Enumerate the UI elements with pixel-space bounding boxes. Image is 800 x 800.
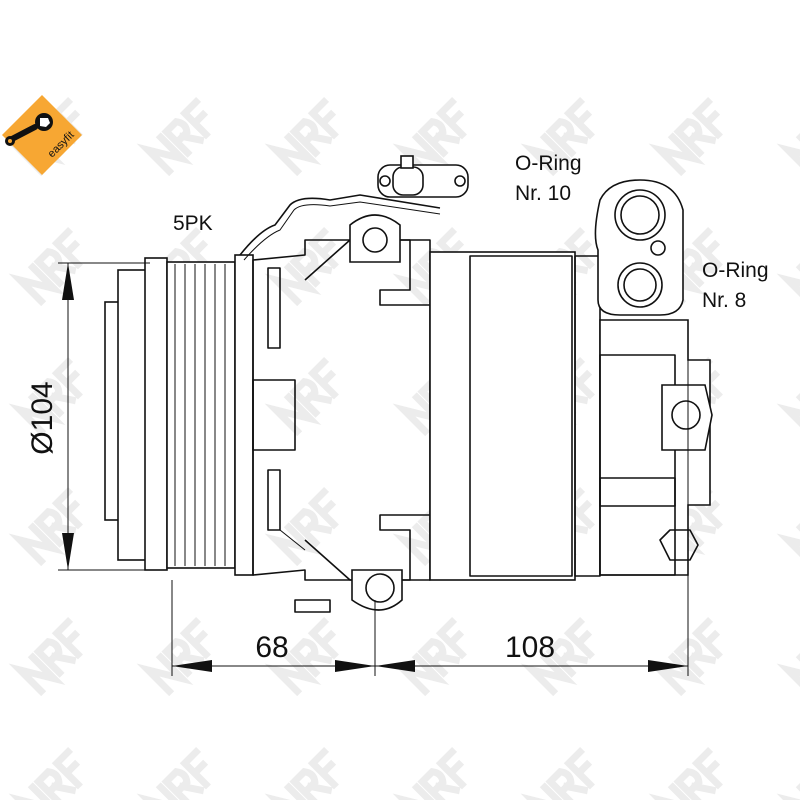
rear-head [599, 319, 713, 576]
easyfit-logo: easyfit [2, 95, 82, 175]
watermark-logo [776, 746, 800, 800]
front-length-dimension: 68 [255, 631, 288, 664]
watermark-logo [136, 96, 211, 177]
front-housing [252, 239, 431, 613]
watermark-logo [264, 746, 339, 800]
cylinder-body [429, 251, 601, 581]
oring-10-label-line2: Nr. 10 [515, 182, 571, 205]
watermark-logo [264, 616, 339, 697]
watermark-logo [648, 746, 723, 800]
watermark-logo [136, 746, 211, 800]
watermark-logo [8, 356, 83, 437]
oring-10-label-line1: O-Ring [515, 152, 582, 175]
watermark-logo [8, 616, 83, 697]
watermark-logo [264, 486, 339, 567]
watermark-logo [776, 96, 800, 177]
watermark-logo [264, 356, 339, 437]
watermark-logo [520, 616, 595, 697]
oring-8-label-line1: O-Ring [702, 259, 769, 282]
wrench-icon [7, 124, 38, 143]
watermark-logo [776, 486, 800, 567]
oring-8-label-line2: Nr. 8 [702, 289, 746, 312]
diameter-dimension: Ø104 [26, 381, 59, 454]
watermark-logo [264, 96, 339, 177]
watermark-logo [8, 226, 83, 307]
belt-label: 5PK [173, 212, 213, 235]
mounting-ears [349, 214, 403, 611]
watermark-logo [8, 486, 83, 567]
rear-length-dimension: 108 [505, 631, 555, 664]
o-ring-fitting [594, 179, 684, 316]
watermark-logo [776, 226, 800, 307]
watermark-logo [392, 746, 467, 800]
watermark-logo [392, 616, 467, 697]
watermark-logo [8, 746, 83, 800]
pulley [104, 254, 254, 576]
watermark-logo [648, 616, 723, 697]
watermark-logo [776, 356, 800, 437]
logo-diamond [2, 95, 82, 175]
watermark-logo [136, 616, 211, 697]
watermark-logo [520, 96, 595, 177]
watermark-logo [648, 96, 723, 177]
electrical-connector [239, 155, 469, 261]
dimension-lines [58, 262, 689, 676]
watermark-logo [392, 96, 467, 177]
watermark-logo [776, 616, 800, 697]
watermark-logo [264, 226, 339, 307]
watermark-logo [520, 746, 595, 800]
